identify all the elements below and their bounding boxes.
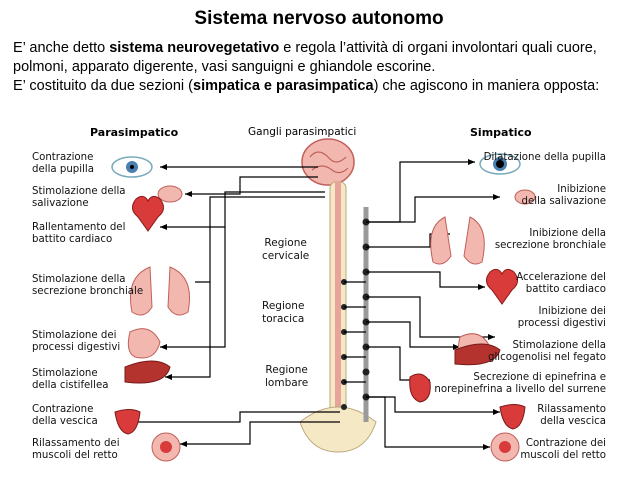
sympathetic-header: Simpatico (470, 126, 532, 139)
salivary-gland-right-icon (514, 189, 536, 205)
salivary-gland-left-icon (157, 185, 183, 203)
intro-p2-a: E’ costituito da due sezioni ( (13, 78, 194, 94)
diagram-artwork (111, 138, 536, 462)
intro-p1-a: E’ anche detto (13, 40, 110, 56)
intro-p2-c: ) che agiscono in maniera opposta: (373, 78, 600, 94)
brain-icon (301, 138, 355, 186)
ganglia-header: Gangli parasimpatici (248, 126, 357, 138)
heart-right-icon (486, 268, 518, 305)
intro-text: E’ anche detto sistema neurovegetativo e… (13, 39, 628, 96)
label-pupil-dilation: Dilatazione della pupilla (483, 152, 606, 163)
adrenal-kidney-icon (409, 373, 431, 403)
heart-left-icon (132, 195, 164, 232)
lungs-left-icon (130, 266, 190, 316)
page-title: Sistema nervoso autonomo (194, 8, 444, 29)
intro-p1-c: e regola l’attività di organi involontar… (13, 40, 597, 75)
pelvis-icon (299, 406, 377, 453)
bladder-left-icon (114, 409, 141, 435)
lungs-right-icon (430, 216, 485, 265)
liver-left-icon (124, 360, 171, 384)
intro-p2-bold: simpatica e parasimpatica (193, 78, 374, 94)
liver-right-icon (454, 343, 501, 366)
stomach-left-icon (127, 328, 161, 359)
bladder-right-icon (499, 404, 526, 430)
nervous-system-diagram: Parasimpatico Gangli parasimpatici Simpa… (0, 122, 638, 479)
parasympathetic-header: Parasimpatico (90, 126, 179, 139)
intro-p1-bold: sistema neurovegetativo (109, 40, 280, 56)
